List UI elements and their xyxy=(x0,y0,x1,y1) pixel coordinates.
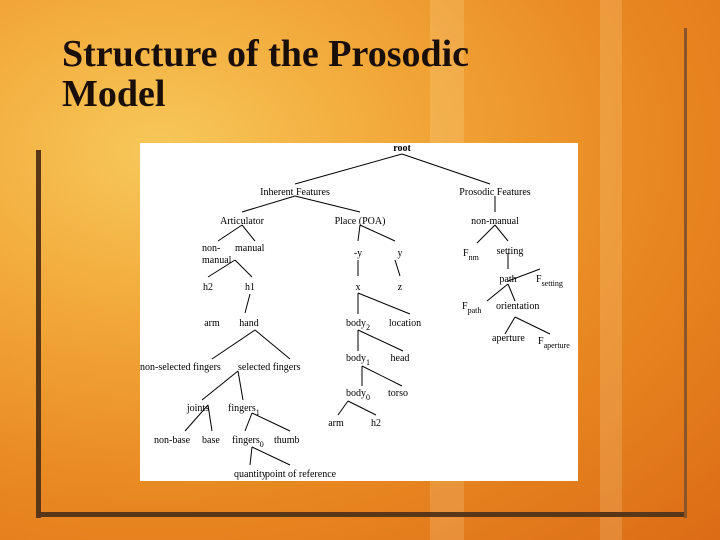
node-manual: manual xyxy=(235,243,265,254)
node-selected-fingers: selected fingers xyxy=(238,362,301,373)
node-non-selected-fingers: non-selected fingers xyxy=(140,362,221,373)
node-arm-bottom: arm xyxy=(328,418,344,429)
node-prosodic-features: Prosodic Features xyxy=(459,187,530,198)
background-streak xyxy=(600,0,622,540)
node-non-manual-prosodic: non-manual xyxy=(471,216,519,227)
node-f-nm: Fnm xyxy=(463,248,480,262)
node-aperture: aperture xyxy=(492,333,525,344)
slide-title: Structure of the Prosodic Model xyxy=(62,34,622,114)
node-hand: hand xyxy=(239,318,258,329)
tree-svg: root Inherent Features Prosodic Features… xyxy=(140,143,570,480)
node-f-path: Fpath xyxy=(462,301,481,315)
node-path: path xyxy=(499,274,516,285)
prosodic-model-tree-diagram: root Inherent Features Prosodic Features… xyxy=(140,143,578,481)
frame-bar-left xyxy=(36,150,41,518)
node-non-base: non-base xyxy=(154,435,191,446)
node-place-poa: Place (POA) xyxy=(335,216,386,227)
node-body-2: body2 xyxy=(346,318,370,332)
node-fingers-0: fingers0 xyxy=(232,435,264,449)
node-inherent-features: Inherent Features xyxy=(260,187,330,198)
node-location: location xyxy=(389,318,421,329)
node-setting: setting xyxy=(497,246,524,257)
frame-bar-right xyxy=(684,28,687,518)
node-z: z xyxy=(398,282,403,293)
node-point-of-reference: point of reference xyxy=(265,469,337,480)
node-h1: h1 xyxy=(245,282,255,293)
frame-bar-bottom xyxy=(36,512,684,517)
node-non-manual-line2: manual xyxy=(202,255,232,266)
node-quantity: quantity xyxy=(234,469,267,480)
node-articulator: Articulator xyxy=(220,216,265,227)
node-orientation: orientation xyxy=(496,301,539,312)
tree-edges xyxy=(184,153,551,466)
node-joints: joints xyxy=(186,403,209,414)
node-torso: torso xyxy=(388,388,408,399)
node-h2-top: h2 xyxy=(203,282,213,293)
tree-labels: root Inherent Features Prosodic Features… xyxy=(140,143,570,480)
node-f-setting: Fsetting xyxy=(536,274,563,288)
node-x: x xyxy=(356,282,361,293)
node-f-aperture: Faperture xyxy=(538,336,570,350)
node-thumb: thumb xyxy=(274,435,300,446)
node-base: base xyxy=(202,435,220,446)
node-body-1: body1 xyxy=(346,353,370,367)
node-h2-bottom: h2 xyxy=(371,418,381,429)
node-root: root xyxy=(393,143,411,154)
node-head: head xyxy=(391,353,410,364)
title-line-1: Structure of the Prosodic xyxy=(62,33,470,75)
node-y: y xyxy=(398,248,403,259)
node-fingers-1: fingers1 xyxy=(228,403,260,417)
node-neg-y: -y xyxy=(354,248,362,259)
node-non-manual-line1: non- xyxy=(202,243,220,254)
node-arm-top: arm xyxy=(204,318,220,329)
title-line-2: Model xyxy=(62,73,166,115)
node-body-0: body0 xyxy=(346,388,370,402)
